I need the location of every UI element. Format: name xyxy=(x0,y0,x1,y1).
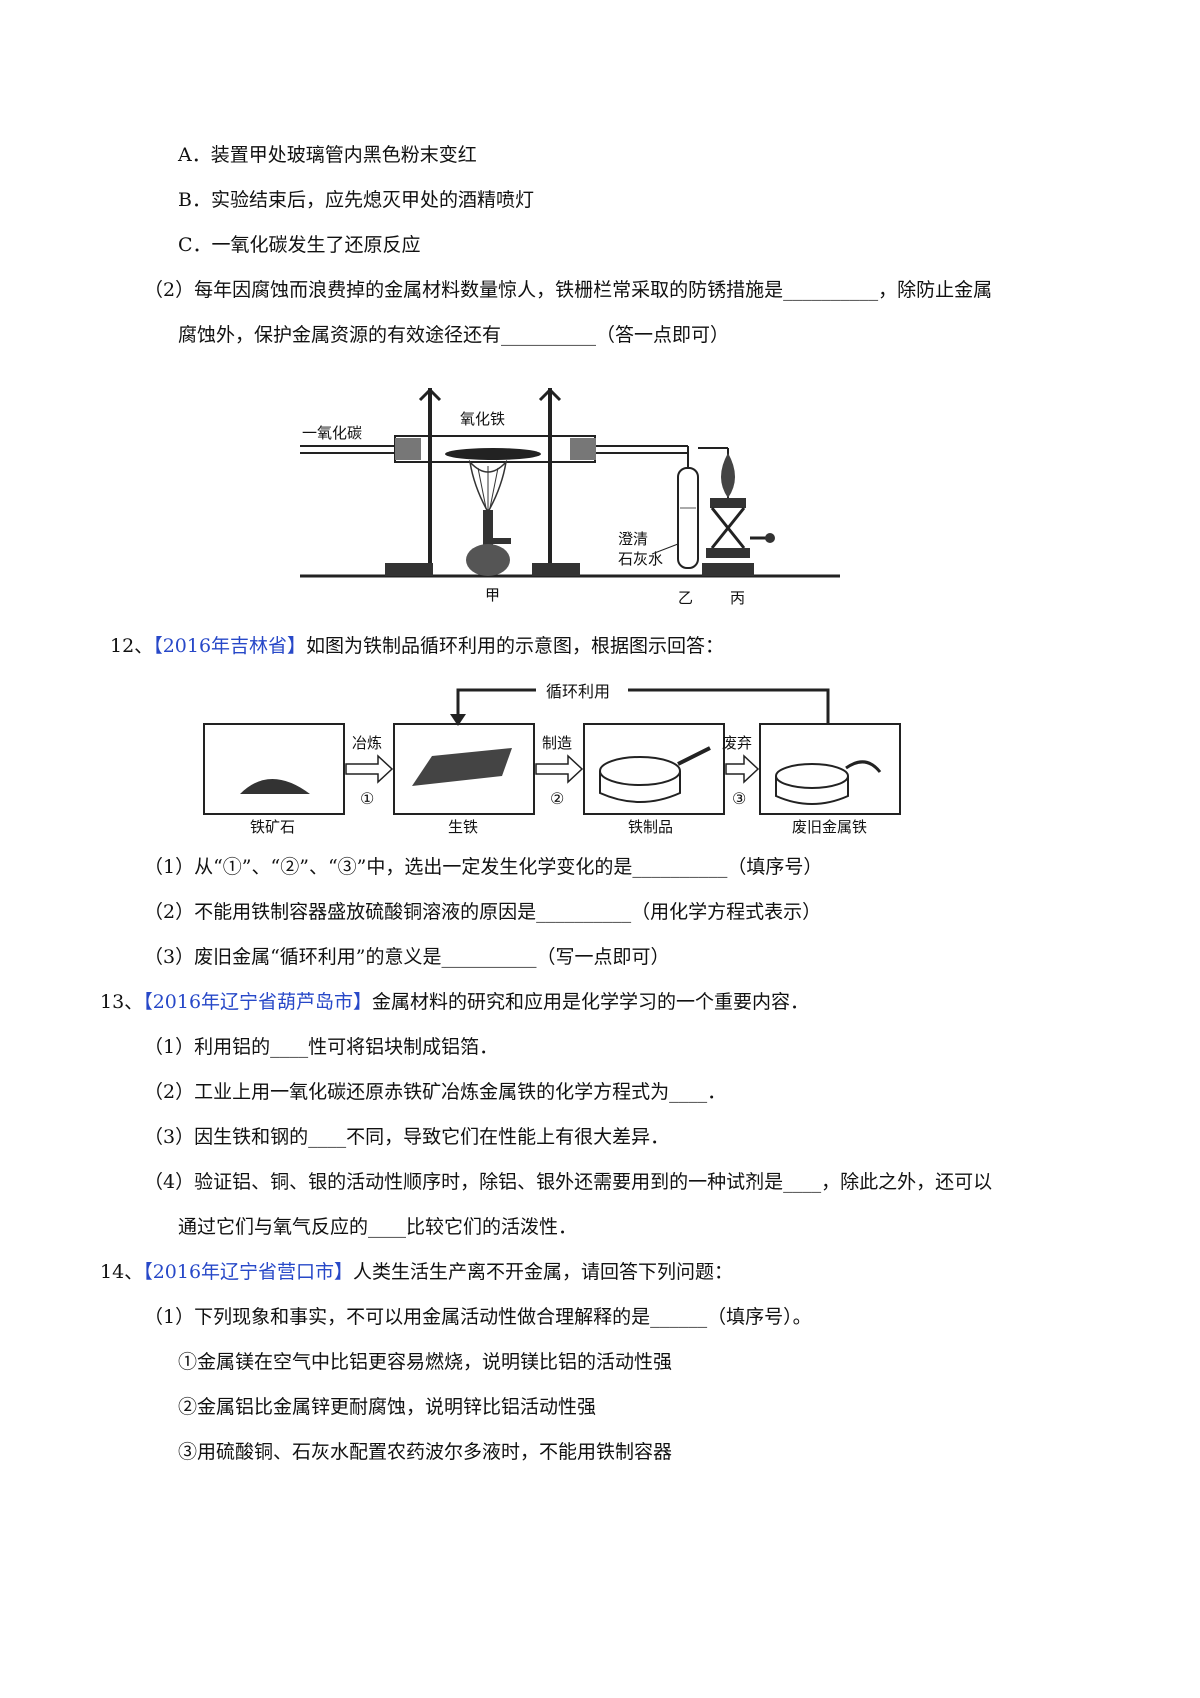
q11-part2-line2: 腐蚀外，保护金属资源的有效途径还有__________（答一点即可） xyxy=(178,324,730,346)
q13-stem-text: 金属材料的研究和应用是化学学习的一个重要内容． xyxy=(372,991,810,1013)
q14-stem: 14、【2016年辽宁省营口市】人类生活生产离不开金属，请回答下列问题： xyxy=(100,1259,733,1285)
q13-sub4-line1: （4）验证铝、铜、银的活动性顺序时，除铝、银外还需要用到的一种试剂是____，除… xyxy=(144,1171,993,1193)
q12-stem-text: 如图为铁制品循环利用的示意图，根据图示回答： xyxy=(306,635,725,657)
step1-number: ① xyxy=(360,789,374,808)
option-c: C．一氧化碳发生了还原反应 xyxy=(178,234,421,256)
step1-label: 冶炼 xyxy=(352,734,382,752)
q14-item2: ②金属铝比金属锌更耐腐蚀，说明锌比铝活动性强 xyxy=(178,1396,597,1418)
label-co: 一氧化碳 xyxy=(302,424,362,442)
q12-sub2: （2）不能用铁制容器盛放硫酸铜溶液的原因是__________（用化学方程式表示… xyxy=(144,901,822,923)
q13-sub2: （2）工业上用一氧化碳还原赤铁矿冶炼金属铁的化学方程式为____． xyxy=(144,1081,727,1103)
q14-item3: ③用硫酸铜、石灰水配置农药波尔多液时，不能用铁制容器 xyxy=(178,1441,673,1463)
q14-number: 14、 xyxy=(100,1261,144,1283)
label-jia: 甲 xyxy=(485,586,500,604)
label-yi: 乙 xyxy=(678,589,693,607)
box3-caption: 铁制品 xyxy=(628,818,673,836)
label-iron-oxide: 氧化铁 xyxy=(460,410,505,428)
q14-item1: ①金属镁在空气中比铝更容易燃烧，说明镁比铝的活动性强 xyxy=(178,1351,673,1373)
q14-source: 【2016年辽宁省营口市】 xyxy=(143,1261,354,1283)
q12-stem: 12、【2016年吉林省】如图为铁制品循环利用的示意图，根据图示回答： xyxy=(110,633,724,659)
label-bing: 丙 xyxy=(730,589,745,607)
co-reduction-apparatus-figure: 一氧化碳 氧化铁 澄清 石灰水 甲 乙 丙 xyxy=(300,358,840,613)
box2-caption: 生铁 xyxy=(448,818,478,836)
iron-recycling-figure: 循环利用 冶炼 制造 废弃 ① ② ③ 铁矿石 生铁 铁制品 废旧金属铁 xyxy=(200,676,905,836)
q11-part2-line1: （2）每年因腐蚀而浪费掉的金属材料数量惊人，铁栅栏常采取的防锈措施是______… xyxy=(144,279,993,301)
q12-number: 12、 xyxy=(110,635,154,657)
q13-stem: 13、【2016年辽宁省葫芦岛市】金属材料的研究和应用是化学学习的一个重要内容． xyxy=(100,989,809,1015)
label-limewater-1: 澄清 xyxy=(618,530,648,548)
option-b: B．实验结束后，应先熄灭甲处的酒精喷灯 xyxy=(178,189,534,211)
step3-label: 废弃 xyxy=(722,734,752,752)
q12-sub3: （3）废旧金属“循环利用”的意义是__________（写一点即可） xyxy=(144,946,670,968)
step3-number: ③ xyxy=(732,789,746,808)
q14-sub1: （1）下列现象和事实，不可以用金属活动性做合理解释的是______（填序号）。 xyxy=(144,1306,812,1328)
q13-number: 13、 xyxy=(100,991,144,1013)
box4-caption: 废旧金属铁 xyxy=(792,818,867,836)
box1-caption: 铁矿石 xyxy=(250,818,295,836)
option-a: A．装置甲处玻璃管内黑色粉末变红 xyxy=(178,144,477,166)
q13-sub4-line2: 通过它们与氧气反应的____比较它们的活泼性． xyxy=(178,1216,578,1238)
q13-sub1: （1）利用铝的____性可将铝块制成铝箔． xyxy=(144,1036,499,1058)
q12-source: 【2016年吉林省】 xyxy=(153,635,307,657)
q14-stem-text: 人类生活生产离不开金属，请回答下列问题： xyxy=(353,1261,734,1283)
step2-number: ② xyxy=(550,789,564,808)
cycle-label: 循环利用 xyxy=(546,682,610,701)
q13-source: 【2016年辽宁省葫芦岛市】 xyxy=(143,991,373,1013)
q13-sub3: （3）因生铁和钢的____不同，导致它们在性能上有很大差异． xyxy=(144,1126,670,1148)
label-limewater-2: 石灰水 xyxy=(618,550,663,568)
step2-label: 制造 xyxy=(542,734,572,752)
q12-sub1: （1）从“①”、“②”、“③”中，选出一定发生化学变化的是__________（… xyxy=(144,856,823,878)
